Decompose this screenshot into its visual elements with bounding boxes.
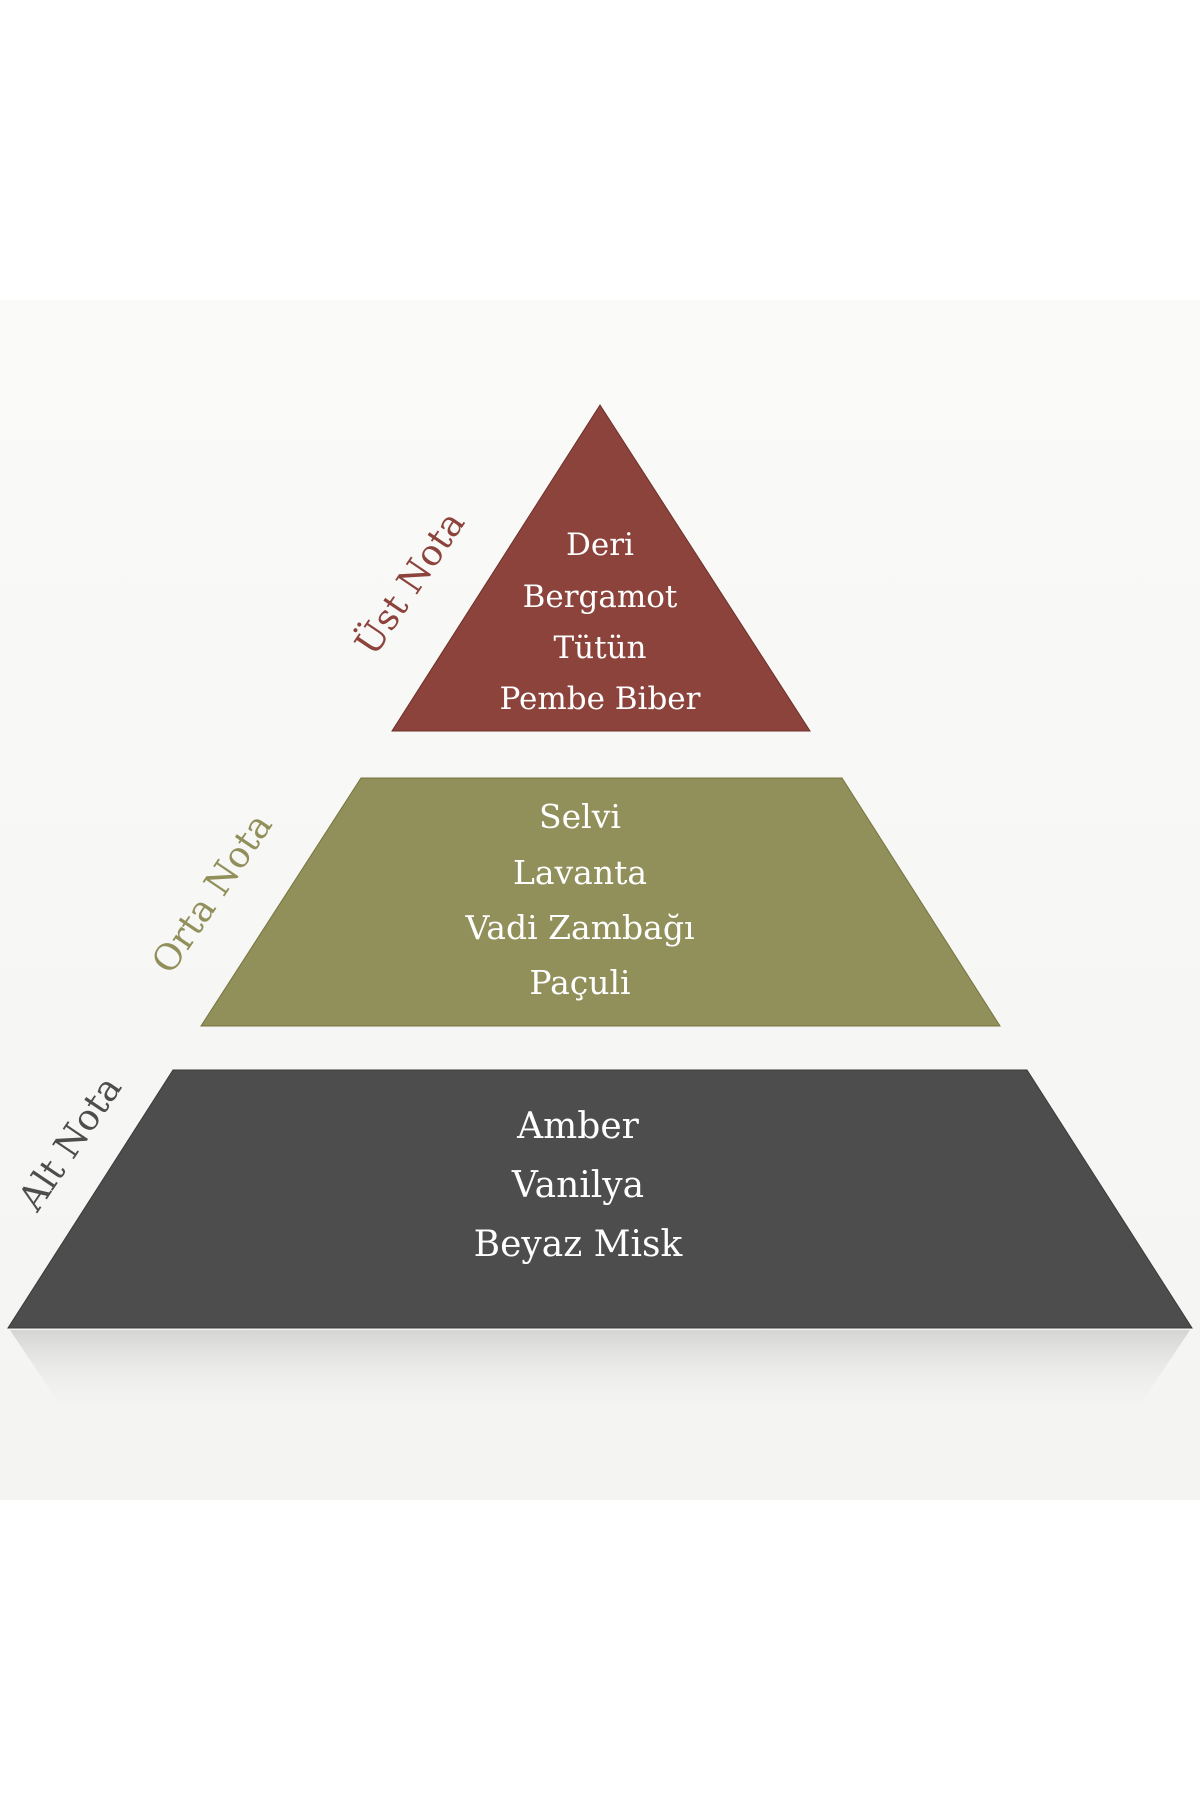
tier-bottom-note: Beyaz Misk	[474, 1224, 684, 1265]
tier-middle-note: Lavanta	[513, 853, 647, 892]
base-reflection	[10, 1330, 1190, 1420]
tier-top-shape	[391, 404, 811, 732]
tier-top-note: Tütün	[553, 630, 646, 666]
tier-top-note: Deri	[566, 527, 634, 563]
tier-bottom-note: Vanilya	[511, 1165, 644, 1206]
tier-bottom-shape	[7, 1069, 1193, 1329]
tier-top: Deri Bergamot Tütün Pembe Biber Üst Nota	[347, 404, 811, 732]
tier-middle-note: Vadi Zambağı	[464, 908, 694, 947]
tier-middle-note: Selvi	[539, 797, 621, 836]
tier-middle: Selvi Lavanta Vadi Zambağı Paçuli Orta N…	[144, 777, 1001, 1027]
tier-top-note: Pembe Biber	[500, 681, 701, 717]
tier-middle-shape	[200, 777, 1001, 1027]
tier-middle-note: Paçuli	[529, 963, 630, 1002]
tier-top-note: Bergamot	[523, 579, 678, 615]
tier-bottom-note: Amber	[516, 1106, 639, 1147]
tier-bottom: Amber Vanilya Beyaz Misk Alt Nota	[7, 1069, 1193, 1329]
